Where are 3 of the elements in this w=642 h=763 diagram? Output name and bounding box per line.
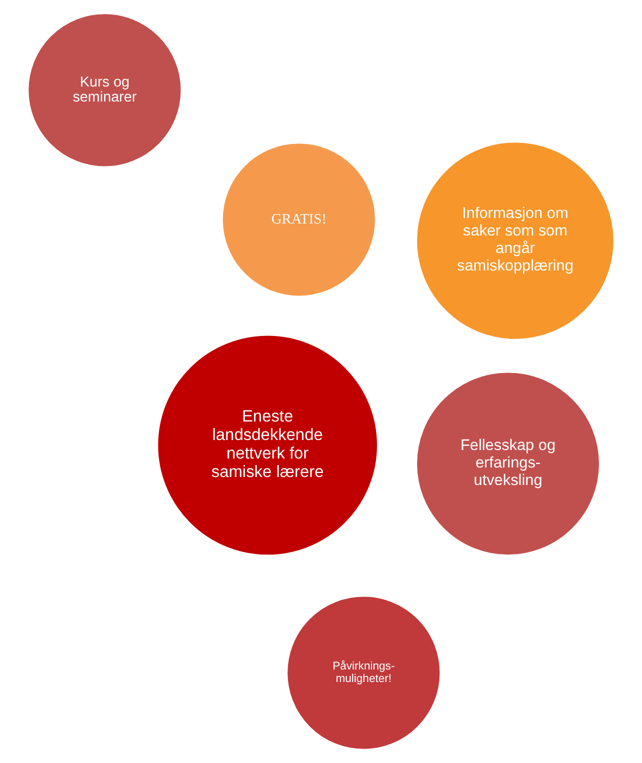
- node-circle: Påvirknings- muligheter!: [284, 594, 443, 752]
- node-circle: Kurs og seminarer: [26, 11, 184, 170]
- node-circle: Informasjon om saker som som angår samiskopplæring: [414, 140, 616, 342]
